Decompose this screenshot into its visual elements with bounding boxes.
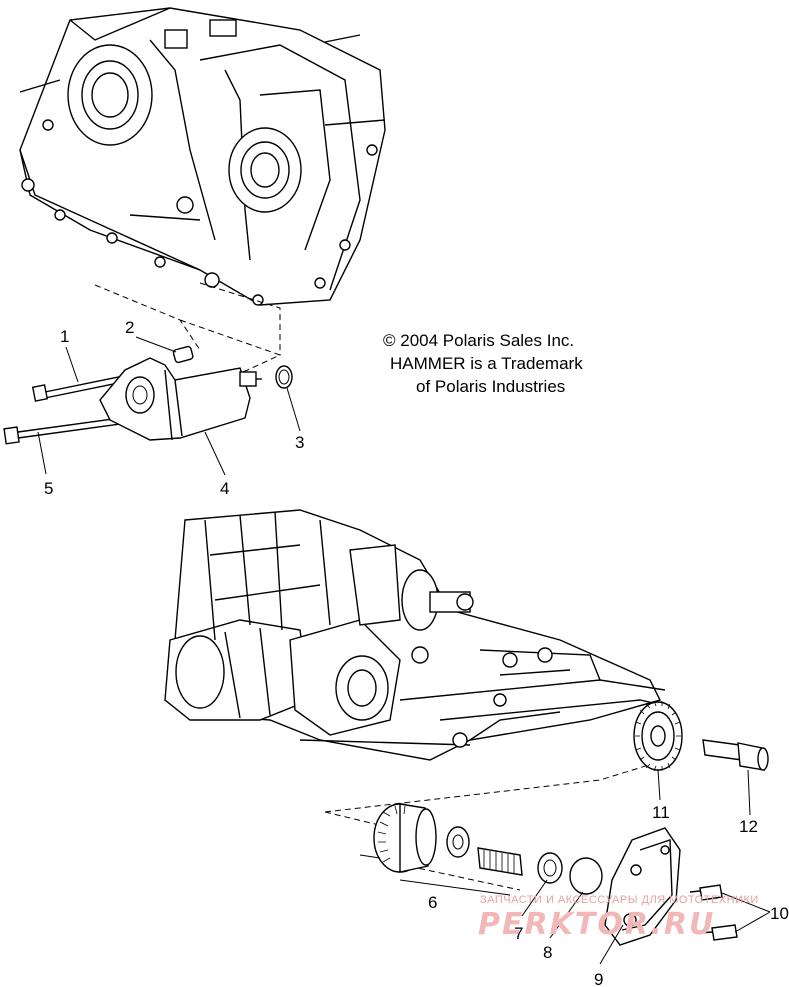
copyright-line-1: © 2004 Polaris Sales Inc.	[383, 331, 574, 350]
copyright-line-3: of Polaris Industries	[416, 377, 565, 396]
callout-1: 1	[60, 327, 69, 346]
callout-5: 5	[44, 479, 53, 498]
callout-6: 6	[428, 893, 437, 912]
engine-lower-assembly	[164, 509, 666, 761]
watermark-tagline: ЗАПЧАСТИ И АКСЕССУАРЫ ДЛЯ МОТОТЕХНИКИ	[480, 894, 759, 906]
callout-9: 9	[594, 970, 603, 987]
gasket-8	[569, 857, 603, 895]
o-ring-3	[275, 365, 293, 389]
callout-2: 2	[125, 318, 134, 337]
crankcase-upper	[19, 7, 386, 306]
idler-gear-11	[633, 700, 683, 772]
callout-10: 10	[770, 904, 789, 923]
starter-cover-9	[604, 827, 681, 946]
callout-12: 12	[739, 817, 758, 836]
copyright-line-2: HAMMER is a Trademark	[390, 354, 583, 373]
starter-motor-4	[99, 357, 262, 441]
callout-4: 4	[220, 479, 229, 498]
starter-drive-6	[373, 803, 523, 876]
leader-lines	[37, 336, 771, 965]
callout-11: 11	[652, 803, 670, 822]
bolts-10	[689, 884, 738, 941]
bearing-7	[537, 852, 563, 884]
dowel-pin-2	[172, 345, 194, 364]
watermark-brand: PERKTOR.RU	[478, 907, 715, 942]
callout-7: 7	[514, 924, 523, 943]
callout-8: 8	[543, 943, 552, 962]
callout-3: 3	[295, 433, 304, 452]
idler-shaft-12	[702, 739, 769, 771]
